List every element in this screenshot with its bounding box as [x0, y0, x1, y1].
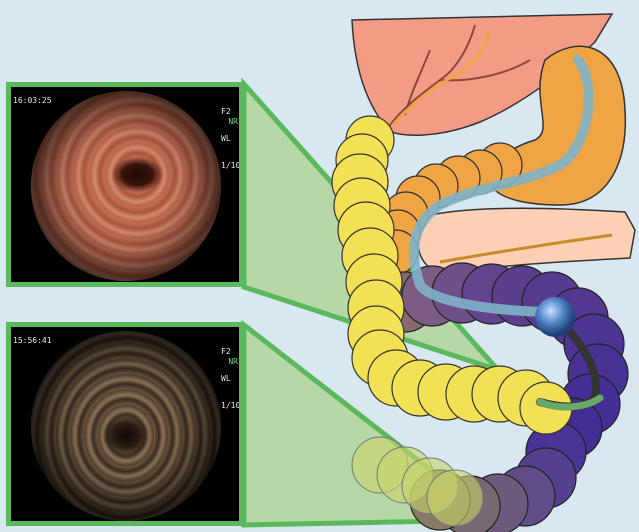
bottom-osd-line: WL — [221, 374, 237, 383]
endoscope-tip — [535, 297, 575, 337]
endoscopy-image-top: 16:03:25 F2 WL 1/10 NR — [6, 82, 244, 287]
endoscopy-image-bottom: 15:56:41 F2 WL 1/10 NR — [6, 322, 244, 526]
bottom-osd-line: F2 — [221, 347, 237, 356]
top-osd-mode: NR — [228, 117, 238, 126]
top-osd-line: WL — [221, 134, 237, 143]
bottom-osd-right: F2 WL 1/10 — [221, 329, 237, 428]
bottom-timestamp: 15:56:41 — [13, 336, 52, 345]
endoscopy-view-bottom — [31, 331, 221, 521]
bottom-osd-line: 1/10 — [221, 401, 237, 410]
bottom-osd-mode: NR — [228, 357, 238, 366]
top-osd-line: F2 — [221, 107, 237, 116]
top-timestamp: 16:03:25 — [13, 96, 52, 105]
top-osd-right: F2 WL 1/10 — [221, 89, 237, 188]
top-osd-line: 1/10 — [221, 161, 237, 170]
endoscopy-view-top — [31, 91, 221, 281]
